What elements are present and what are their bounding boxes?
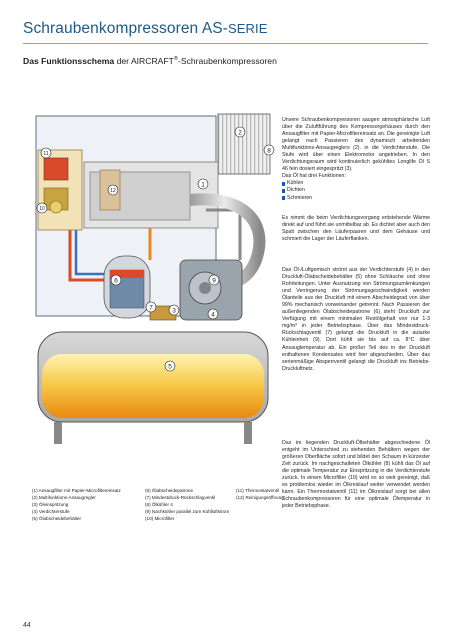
marker-2: 2 — [234, 126, 246, 138]
svg-text:9: 9 — [212, 278, 216, 285]
marker-7: 7 — [145, 301, 157, 313]
oil-functions-list: Kühlen Dichten Schmieren — [282, 180, 430, 201]
svg-text:5: 5 — [168, 364, 172, 371]
paragraph-heat: Es nimmt die beim Verdichtungsvorgang en… — [282, 215, 430, 243]
svg-text:8: 8 — [267, 148, 271, 155]
svg-text:3: 3 — [172, 308, 176, 315]
marker-10: 10 — [36, 202, 48, 214]
title-rule — [23, 43, 428, 44]
legend-column-3: (11) Thermostatventil (12) Reinigungsöff… — [236, 488, 284, 501]
svg-text:11: 11 — [43, 151, 48, 157]
cooler-block — [217, 113, 271, 175]
svg-text:4: 4 — [211, 312, 215, 319]
paragraph-oil-air: Das Öl-/Luftgemisch strömt aus der Verdi… — [282, 267, 430, 372]
oil-function-item: Kühlen — [282, 180, 430, 187]
svg-text:6: 6 — [114, 278, 118, 285]
svg-text:12: 12 — [110, 188, 116, 194]
subtitle: Das Funktionsschema der AIRCRAFT®-Schrau… — [23, 56, 277, 66]
svg-text:2: 2 — [238, 130, 242, 137]
marker-8: 8 — [263, 144, 275, 156]
svg-text:7: 7 — [149, 305, 153, 312]
marker-3: 3 — [168, 304, 180, 316]
paragraph-oil-tank: Das im liegenden Druckluft-Ölbehälter ab… — [282, 440, 430, 510]
oil-function-item: Schmieren — [282, 195, 430, 202]
oil-fill — [42, 354, 264, 418]
marker-12: 12 — [107, 184, 119, 196]
compressor-schematic: 1 2 3 4 5 6 7 8 9 10 11 12 — [35, 113, 275, 444]
marker-4: 4 — [207, 308, 219, 320]
page-number: 44 — [23, 622, 31, 629]
legend-column-2: (6) Ölabscheidepatrone (7) Mindestdruck-… — [145, 488, 230, 522]
marker-1: 1 — [197, 178, 209, 190]
marker-9: 9 — [208, 274, 220, 286]
legend-column-1: (1) Ansaugfilter mit Papier-Microfiltere… — [32, 488, 121, 522]
oil-function-item: Dichten — [282, 187, 430, 194]
marker-5: 5 — [164, 360, 176, 372]
marker-6: 6 — [110, 274, 122, 286]
intro-paragraph: Unsere Schraubenkompressoren saugen atmo… — [282, 117, 430, 201]
svg-text:1: 1 — [201, 182, 205, 189]
page-title: Schraubenkompressoren AS-Serie — [23, 20, 268, 37]
svg-text:10: 10 — [39, 206, 45, 212]
marker-11: 11 — [40, 147, 52, 159]
